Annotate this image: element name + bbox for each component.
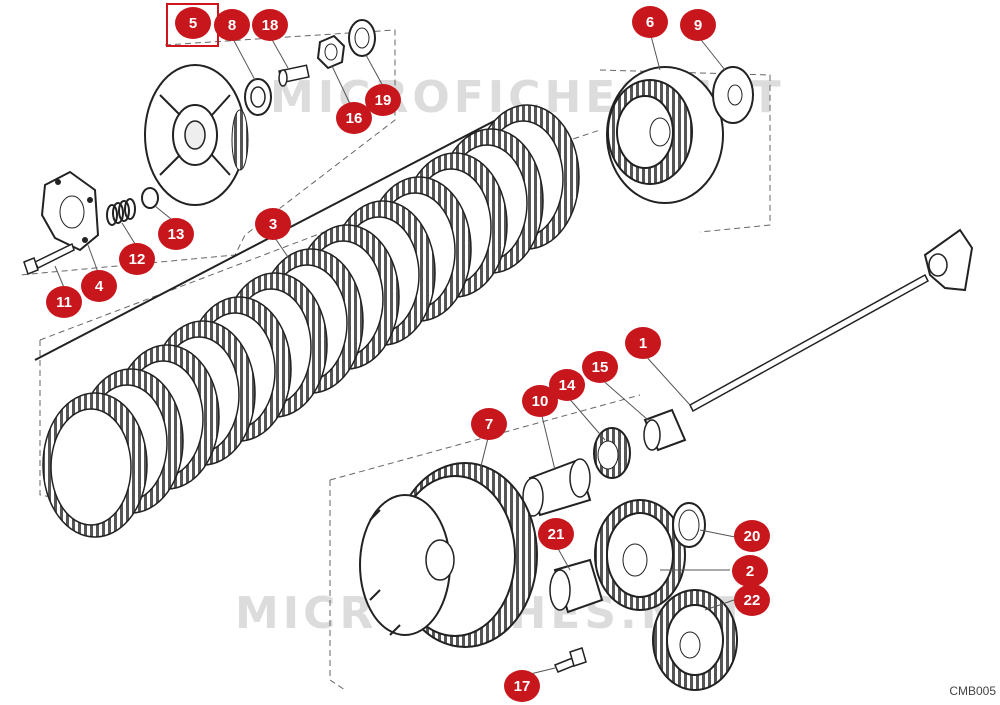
callout-part-2[interactable]: 2 [732,555,768,587]
callout-part-7[interactable]: 7 [471,408,507,440]
push-rod [689,228,974,413]
callout-part-17[interactable]: 17 [504,670,540,702]
callout-part-14[interactable]: 14 [549,369,585,401]
diagram-code-label: CMB005 [949,684,996,698]
spring-retainer [40,170,100,252]
housing-bolt [554,647,587,673]
callout-part-15[interactable]: 15 [582,351,618,383]
callout-part-5[interactable]: 5 [175,7,211,39]
spring-cup [141,187,159,209]
bolt [23,242,75,275]
washer-small [348,19,376,57]
callout-part-6[interactable]: 6 [632,6,668,38]
thrust-washer [712,66,754,124]
callout-part-16[interactable]: 16 [336,102,372,134]
callout-part-21[interactable]: 21 [538,518,574,550]
push-pin [278,64,310,87]
primary-gear [594,499,686,611]
callout-part-1[interactable]: 1 [625,327,661,359]
clutch-hub [606,66,724,204]
callout-part-3[interactable]: 3 [255,208,291,240]
callout-part-18[interactable]: 18 [252,9,288,41]
callout-part-4[interactable]: 4 [81,270,117,302]
sleeve [643,408,687,452]
callout-part-13[interactable]: 13 [158,218,194,250]
bushing [522,458,592,517]
callout-part-11[interactable]: 11 [46,286,82,318]
bearing [244,78,272,116]
callout-part-8[interactable]: 8 [214,9,250,41]
callout-part-9[interactable]: 9 [680,9,716,41]
pressure-plate [144,64,249,206]
callout-part-12[interactable]: 12 [119,243,155,275]
nut [316,34,346,70]
spacer-bushing [549,558,604,614]
callout-part-20[interactable]: 20 [734,520,770,552]
callout-part-22[interactable]: 22 [734,584,770,616]
callout-part-19[interactable]: 19 [365,84,401,116]
clutch-plates-stack [42,104,580,538]
spring [106,198,136,226]
gear-washer [672,502,706,548]
clutch-plate-inner [50,408,132,526]
drive-gear [652,589,738,691]
clutch-housing [359,462,538,648]
needle-bearing [593,427,631,479]
